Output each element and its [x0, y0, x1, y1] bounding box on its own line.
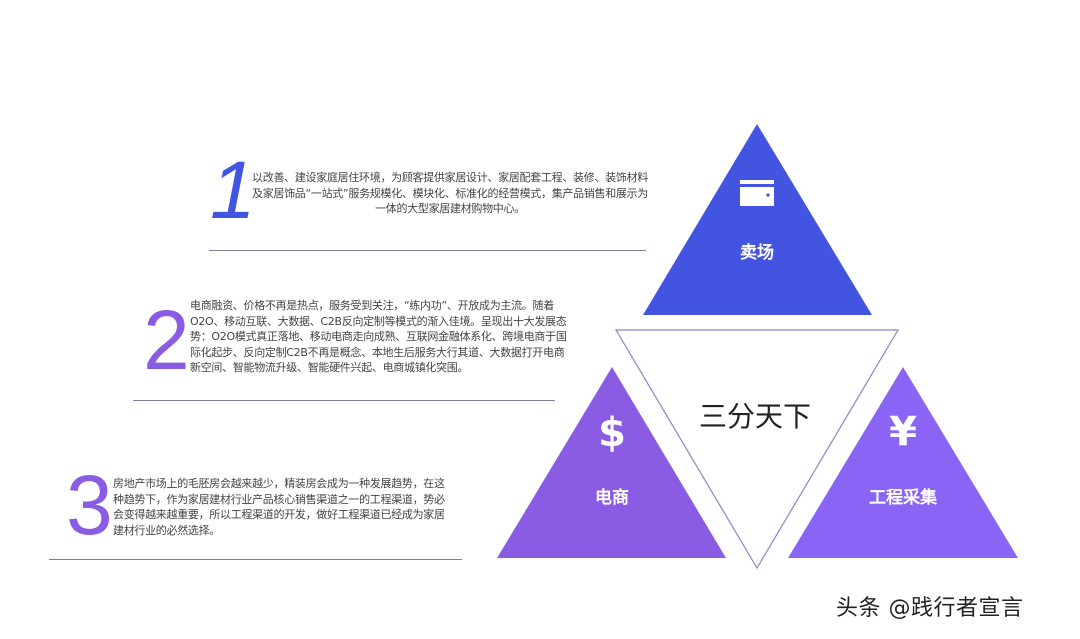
triangle-dianshang [497, 367, 726, 558]
center-title: 三分天下 [698, 400, 811, 433]
item-text-3: 房地产市场上的毛胚房会越来越少，精装房会成为一种发展趋势，在这种趋势下，作为家居… [113, 477, 445, 537]
item-text-1: 以改善、建设家庭居住环境，为顾客提供家居设计、家居配套工程、装修、装饰材料及家居… [252, 171, 648, 216]
item-number-1: 1 [210, 145, 256, 236]
watermark: 头条 @践行者宣言 [836, 596, 1024, 621]
divider-3 [49, 559, 462, 560]
divider-1 [209, 250, 646, 251]
wallet-icon [740, 180, 774, 206]
divider-2 [133, 400, 555, 401]
yen-icon: ¥ [889, 409, 917, 455]
item-number-2: 2 [143, 293, 190, 387]
inverted-outline-triangle [614, 329, 900, 570]
triangle-label-gongcheng: 工程采集 [869, 488, 937, 508]
triangle-maichang [643, 124, 872, 315]
triangle-gongcheng [788, 367, 1018, 558]
item-number-3: 3 [66, 458, 113, 552]
dollar-icon: $ [598, 410, 626, 456]
triangle-label-maichang: 卖场 [740, 243, 774, 263]
triangle-label-dianshang: 电商 [595, 488, 629, 508]
item-text-2: 电商融资、价格不再是热点，服务受到关注，“练内功”、开放成为主流。随着O2O、移… [190, 299, 567, 375]
